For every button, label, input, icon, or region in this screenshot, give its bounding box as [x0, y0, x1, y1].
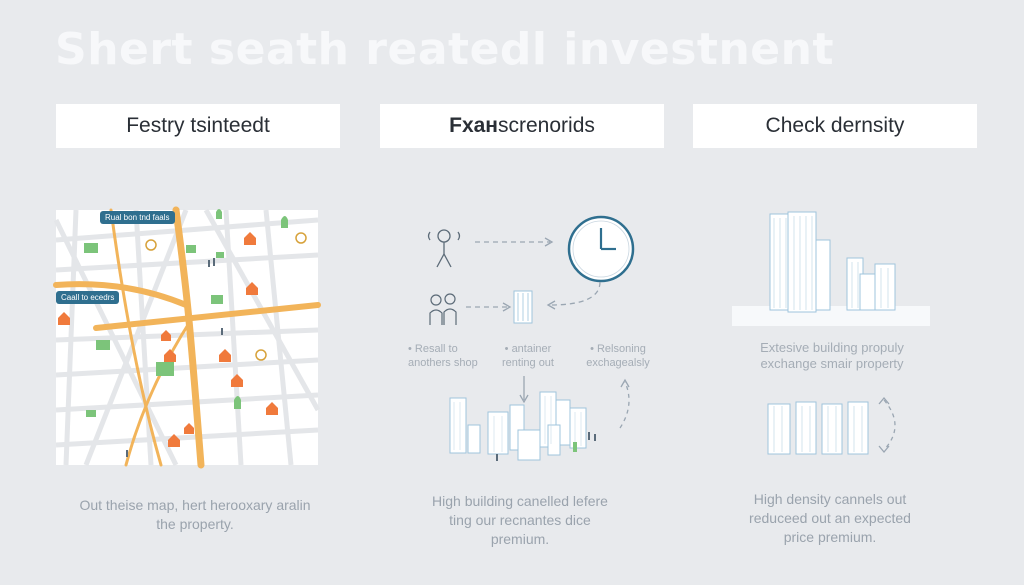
note-renting: • antainer renting out — [502, 343, 554, 369]
arrow-curved-up — [619, 378, 630, 429]
city-map — [53, 206, 321, 469]
arrow-dashed-2 — [466, 302, 512, 312]
note-reasoning: • Relsoning exchagealsly — [586, 343, 650, 369]
header-location: Festry tsinteedt — [56, 104, 340, 148]
map-tag-rural: Rual bon tnd faals — [100, 211, 175, 224]
caption-scenarios: High building canelled lefere ting our r… — [432, 493, 608, 547]
header-scenarios: Fxaн screnorids — [380, 104, 664, 148]
dense-buildings — [732, 211, 930, 326]
tower-icon — [513, 290, 533, 324]
page-title: Shert seath reatedl investnent — [55, 24, 834, 75]
park-markers — [84, 209, 288, 417]
house-markers — [58, 232, 278, 447]
city-cluster — [449, 391, 596, 461]
header-scenarios-rest: screnorids — [498, 114, 595, 137]
person-icon — [427, 229, 461, 268]
people-icon — [429, 293, 457, 325]
header-density: Check dernsity — [693, 104, 977, 148]
header-scenarios-bold: Fxaн — [449, 114, 498, 137]
arrow-dashed-1 — [475, 237, 554, 247]
density-row — [767, 396, 896, 455]
map-tag-call: Caall to ecedrs — [56, 291, 120, 304]
arrow-curved — [546, 281, 601, 310]
caption-density: High density cannels out reduceed out an… — [749, 491, 911, 545]
note-density: Extesive building propuly exchange smair… — [760, 340, 904, 371]
arrow-down — [519, 376, 529, 404]
note-resell: • Resall to anothers shop — [408, 343, 478, 369]
clock-icon — [567, 215, 635, 283]
caption-location: Out theise map, hert herooxary aralin th… — [79, 497, 311, 532]
